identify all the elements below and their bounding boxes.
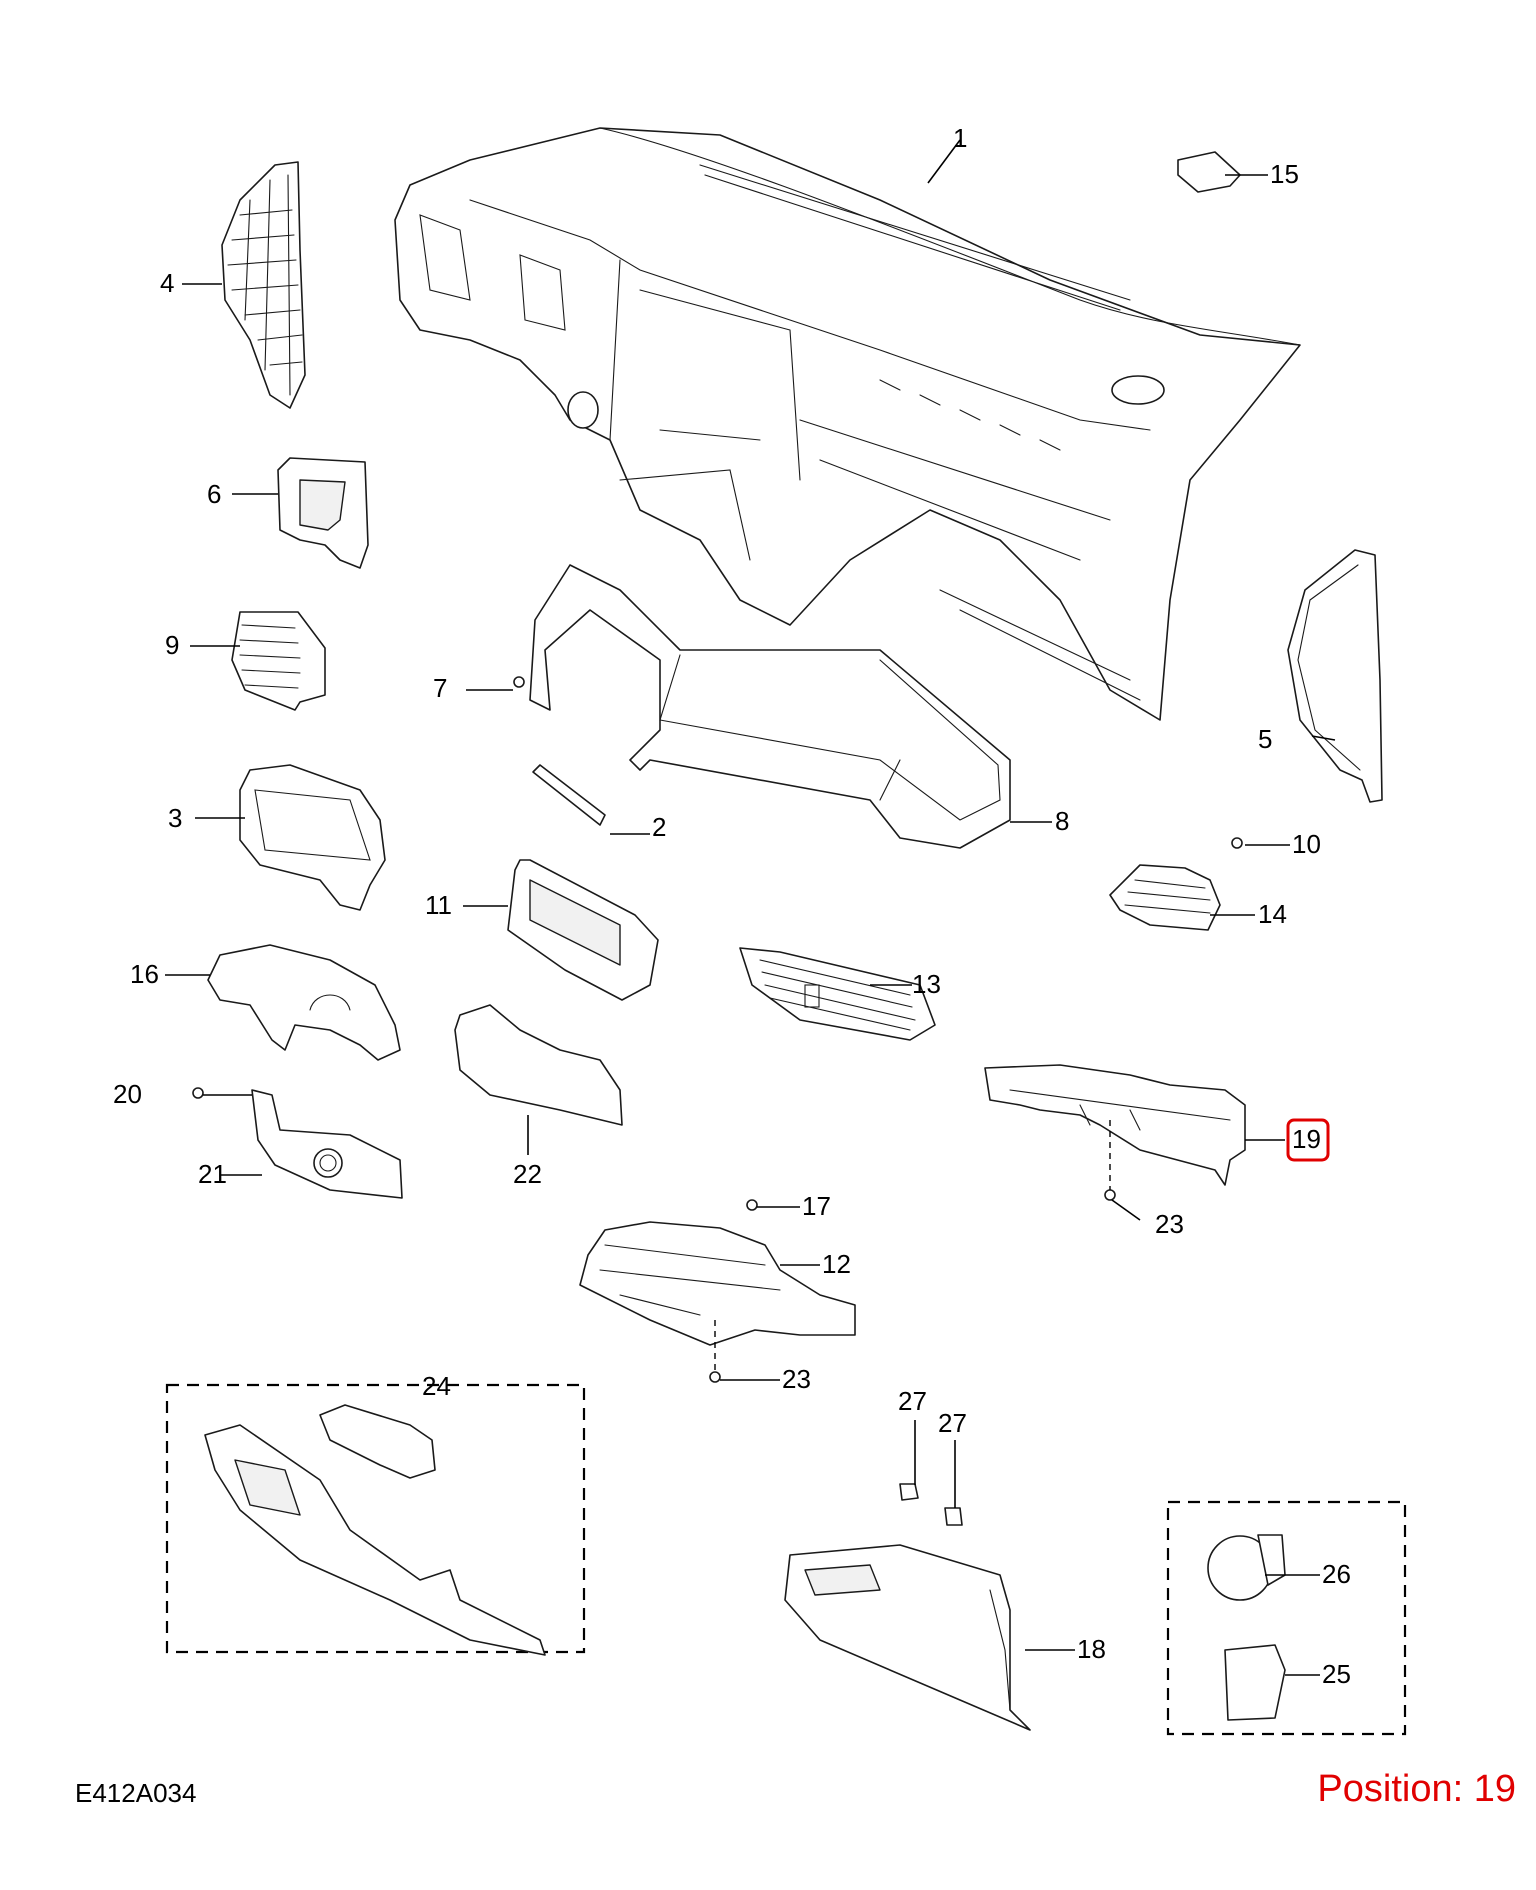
callout-17: 17	[802, 1191, 831, 1221]
part-cluster-hood[interactable]	[239, 764, 386, 911]
part-screw-17[interactable]	[746, 1199, 758, 1211]
callout-7: 7	[433, 673, 447, 703]
part-screw-23b[interactable]	[709, 1371, 721, 1383]
callout-16: 16	[130, 959, 159, 989]
callout-23b: 23	[782, 1364, 811, 1394]
leader-lines	[165, 139, 1336, 1676]
part-glovebox[interactable]	[784, 1544, 1031, 1731]
callout-2: 2	[652, 812, 666, 842]
part-lower-center-trim[interactable]	[529, 564, 1011, 849]
part-push-button-26[interactable]	[1207, 1534, 1286, 1601]
callout-15: 15	[1270, 159, 1299, 189]
part-knee-airbag-bracket[interactable]	[579, 1221, 856, 1346]
part-clip-27b[interactable]	[944, 1507, 963, 1526]
part-screw-23a[interactable]	[1104, 1189, 1116, 1201]
part-clip-15[interactable]	[1177, 151, 1241, 193]
part-passenger-lower-panel[interactable]	[984, 1064, 1246, 1186]
part-switch-bezel[interactable]	[277, 457, 369, 569]
part-trim-strip[interactable]	[532, 764, 606, 826]
part-center-vent-housing[interactable]	[507, 859, 659, 1001]
part-side-trim-panel[interactable]	[1287, 549, 1383, 803]
callout-3: 3	[168, 803, 182, 833]
callout-5: 5	[1258, 724, 1272, 754]
part-screw-20[interactable]	[192, 1087, 204, 1099]
callout-27b: 27	[938, 1408, 967, 1438]
callout-18: 18	[1077, 1634, 1106, 1664]
part-kit-box-24	[165, 1383, 586, 1654]
callout-4: 4	[160, 268, 174, 298]
part-screw-7[interactable]	[513, 676, 525, 688]
part-center-air-vent[interactable]	[739, 947, 936, 1041]
part-lower-dash-trim-kit[interactable]	[204, 1404, 546, 1656]
part-screw-10[interactable]	[1231, 837, 1243, 849]
callout-25: 25	[1322, 1659, 1351, 1689]
callout-19: 19	[1292, 1124, 1321, 1154]
callout-24: 24	[422, 1371, 451, 1401]
callout-12: 12	[822, 1249, 851, 1279]
part-kit-box-25-26	[1166, 1500, 1407, 1736]
part-clip-27a[interactable]	[899, 1483, 919, 1501]
callout-13: 13	[912, 969, 941, 999]
diagram-code: E412A034	[75, 1778, 197, 1808]
callout-14: 14	[1258, 899, 1287, 929]
position-highlight-box	[1286, 1118, 1330, 1162]
position-indicator: Position: 19	[1317, 1768, 1516, 1810]
part-side-air-vent[interactable]	[231, 611, 326, 711]
callout-20: 20	[113, 1079, 142, 1109]
part-passenger-air-vent[interactable]	[1109, 864, 1221, 931]
callout-8: 8	[1055, 806, 1069, 836]
callout-1: 1	[953, 123, 967, 153]
callout-26: 26	[1322, 1559, 1351, 1589]
part-switch-25[interactable]	[1224, 1644, 1286, 1721]
callout-11: 11	[425, 890, 452, 920]
callout-9: 9	[165, 630, 179, 660]
part-dashboard-carrier[interactable]	[394, 127, 1301, 721]
part-column-shroud-lower[interactable]	[251, 1089, 403, 1199]
callout-labels: 1 2 3 4 5 6 7 8 9 10 11 12 13 14 15 16 1…	[113, 123, 1351, 1689]
part-column-shroud-upper[interactable]	[207, 944, 401, 1061]
callout-10: 10	[1292, 829, 1321, 859]
callout-21: 21	[198, 1159, 227, 1189]
callout-22: 22	[513, 1159, 542, 1189]
callout-27a: 27	[898, 1386, 927, 1416]
callout-6: 6	[207, 479, 221, 509]
part-knee-trim[interactable]	[454, 1004, 623, 1126]
part-side-grille[interactable]	[221, 161, 306, 409]
callout-23a: 23	[1155, 1209, 1184, 1239]
